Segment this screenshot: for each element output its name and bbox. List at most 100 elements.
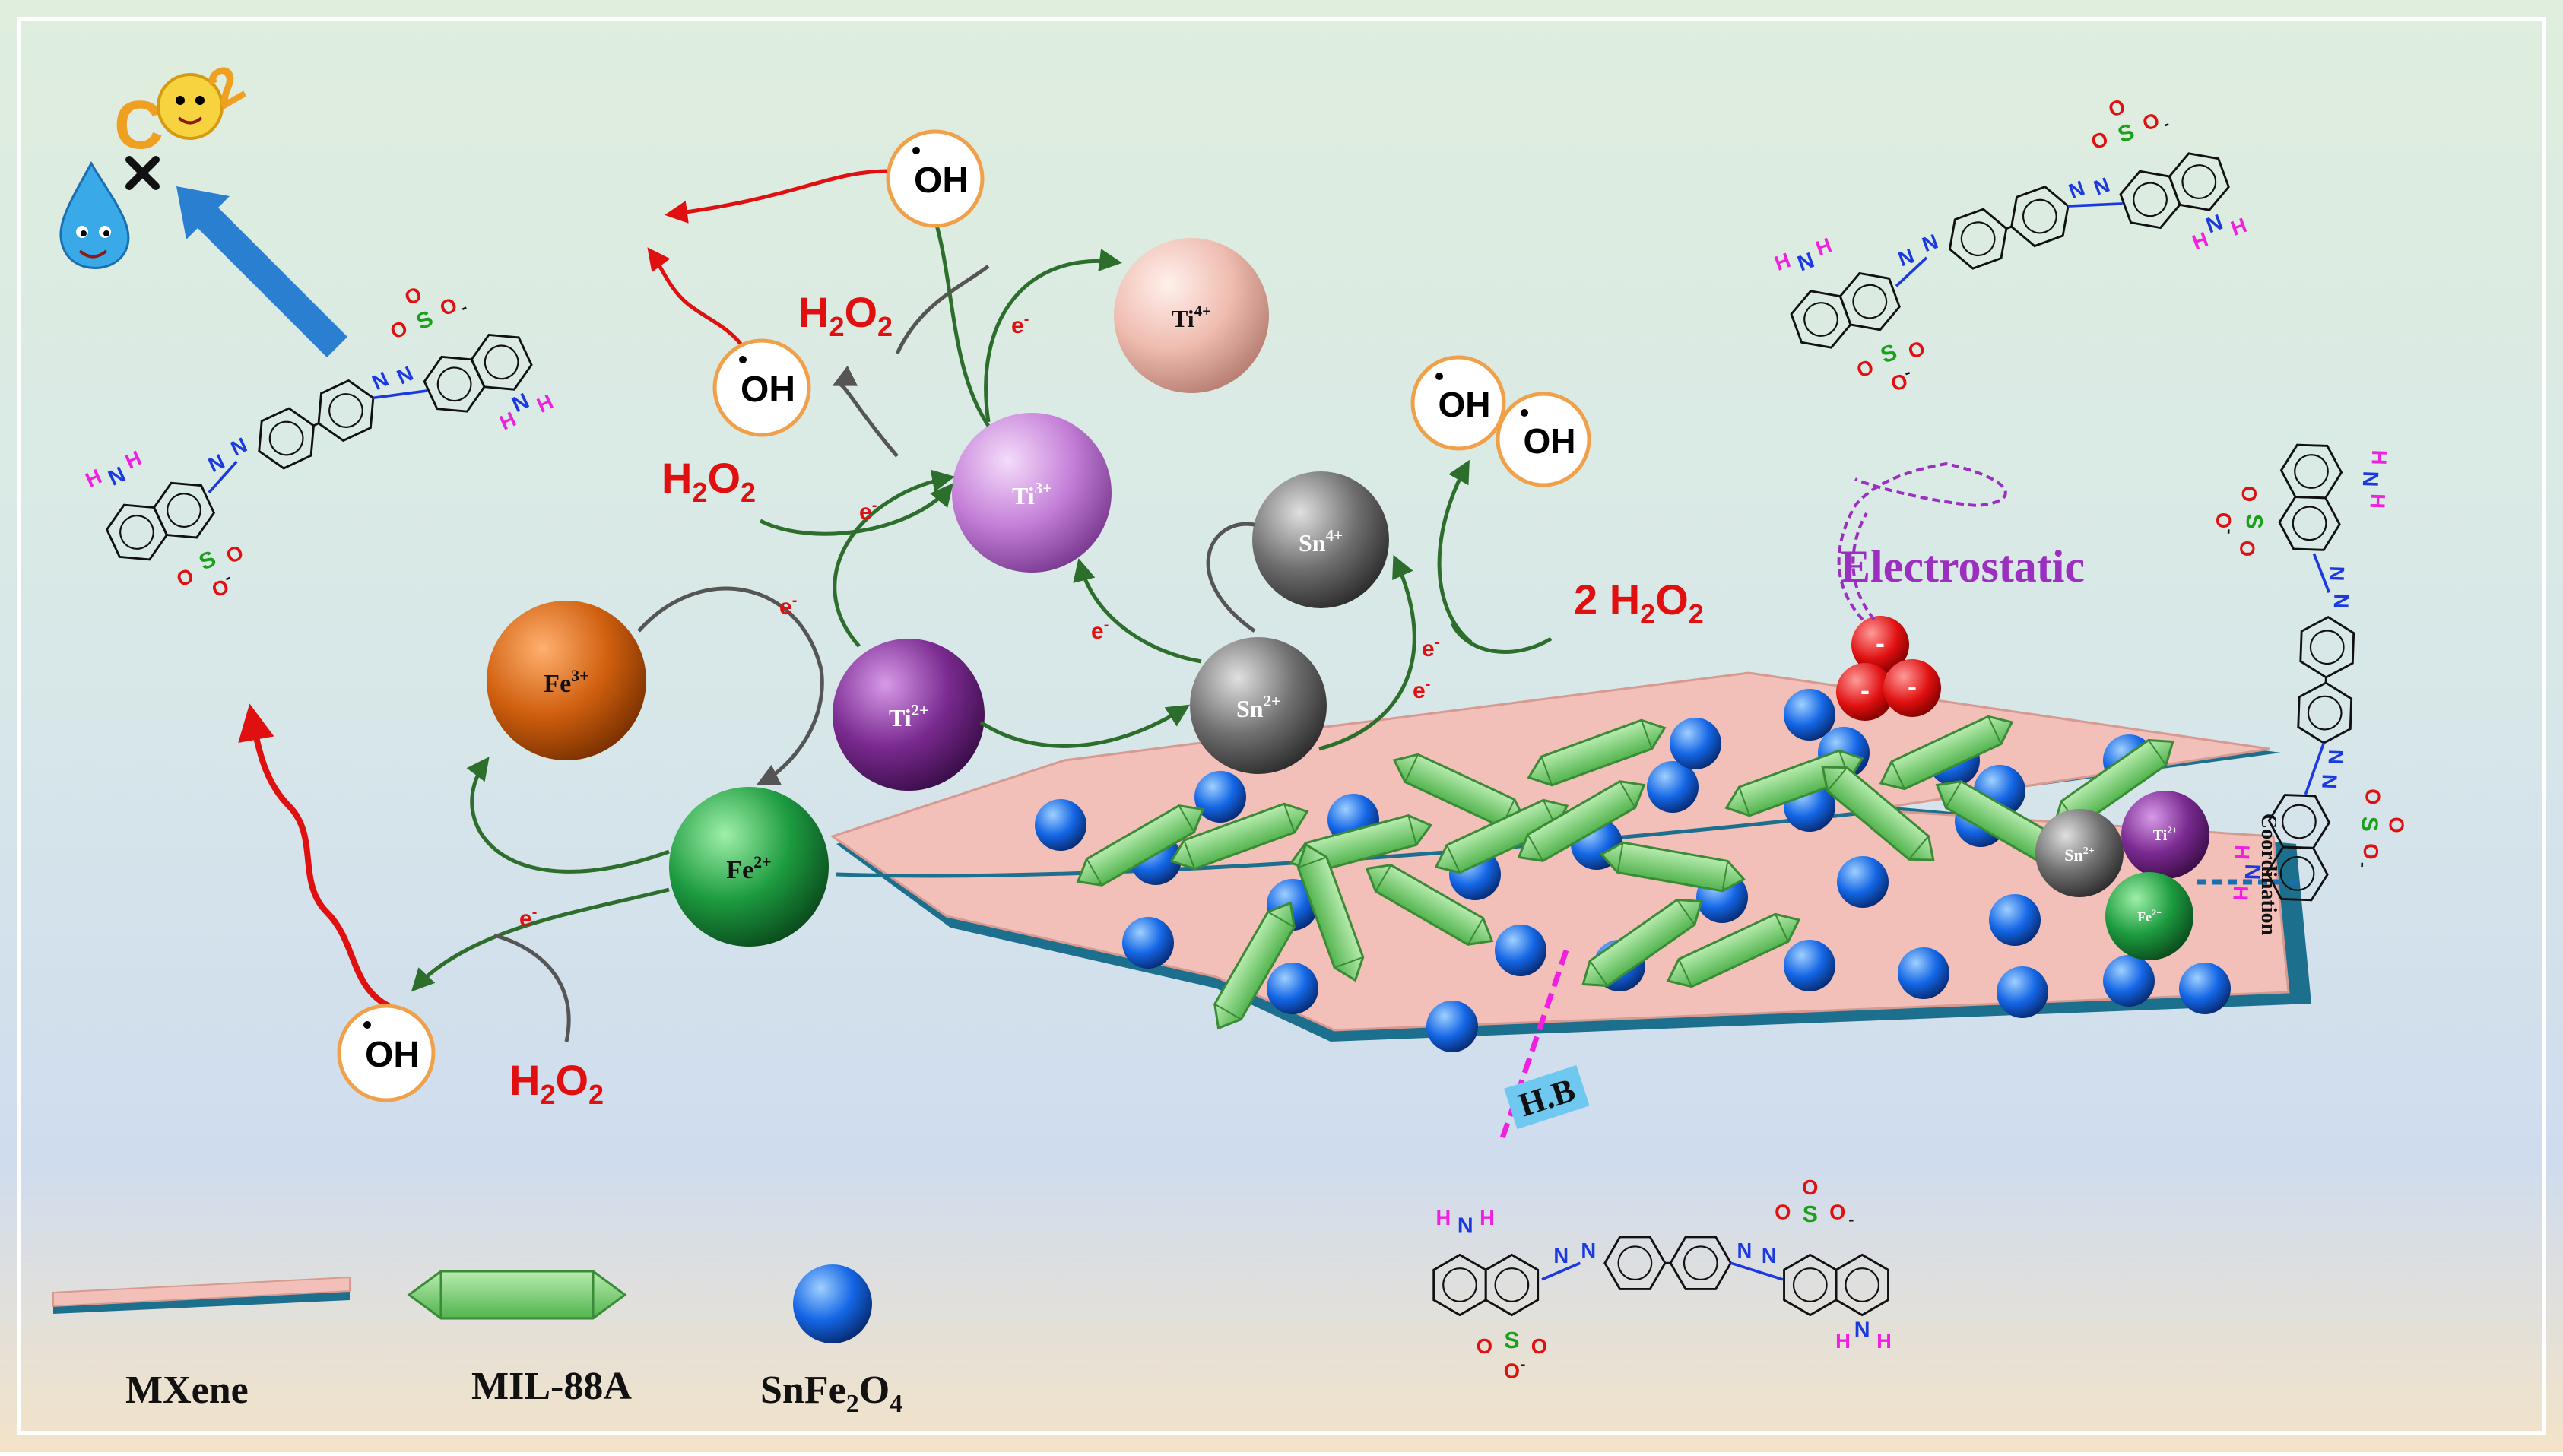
legend-snfe2o4-label: SnFe2O4 bbox=[760, 1369, 902, 1418]
oh-radical-4: OH bbox=[1498, 394, 1589, 485]
atom-label: S bbox=[1504, 1328, 1519, 1353]
atom-label: O bbox=[1775, 1201, 1791, 1224]
atom-label: H bbox=[2368, 449, 2392, 465]
atom-label: - bbox=[2354, 861, 2373, 868]
atom-label: N bbox=[2330, 593, 2354, 609]
snfe2o4-particle bbox=[1122, 917, 1174, 969]
minus-label-3: - bbox=[1908, 671, 1917, 702]
atom-label: N bbox=[2325, 566, 2349, 582]
fe2-small-ion: Fe2+ bbox=[2105, 872, 2193, 960]
sn2-small-ion: Sn2+ bbox=[2035, 809, 2124, 897]
fe2-symbol: Fe bbox=[726, 856, 753, 884]
atom-label: H bbox=[1835, 1329, 1851, 1353]
snfe2o4-particle bbox=[1670, 718, 1721, 769]
atom-label: H bbox=[1480, 1206, 1495, 1229]
oh-text-1: OH bbox=[914, 160, 969, 201]
atom-label: O bbox=[1802, 1175, 1818, 1199]
sn2-small-symbol: Sn bbox=[2064, 845, 2082, 864]
oh-radical-1: OH bbox=[888, 132, 982, 226]
ti2-small-charge: 2+ bbox=[2167, 824, 2178, 836]
atom-label: N bbox=[1762, 1244, 1777, 1267]
atom-label: O bbox=[2235, 540, 2260, 557]
sn4-ion: Sn4+ bbox=[1252, 471, 1389, 608]
ti3-symbol: Ti bbox=[1012, 482, 1035, 509]
atom-label: S bbox=[2356, 816, 2382, 832]
atom-label: H bbox=[1436, 1206, 1451, 1229]
snfe2o4-particle bbox=[1035, 799, 1086, 851]
legend-mxene-label: MXene bbox=[125, 1369, 249, 1412]
sn4-symbol: Sn bbox=[1299, 529, 1326, 557]
snfe2o4-particle bbox=[1784, 940, 1835, 991]
atom-label: N bbox=[2358, 471, 2383, 487]
atom-label: - bbox=[2220, 528, 2239, 535]
fe3-charge: 3+ bbox=[571, 666, 589, 685]
snfe2o4-particle bbox=[2103, 955, 2155, 1007]
minus-label-1: - bbox=[1876, 627, 1885, 658]
oh-text-3: OH bbox=[1439, 385, 1491, 424]
atom-label: N bbox=[2240, 864, 2265, 880]
atom-label: N bbox=[1854, 1318, 1870, 1342]
atom-label: H bbox=[2366, 493, 2390, 509]
ti2-small-ion: Ti2+ bbox=[2121, 791, 2209, 879]
snfe2o4-particle bbox=[1997, 966, 2048, 1018]
atom-label: S bbox=[2241, 513, 2267, 529]
ti2-charge: 2+ bbox=[912, 701, 928, 719]
oh-text-5: OH bbox=[365, 1035, 420, 1075]
atom-label: O bbox=[2212, 512, 2236, 528]
atom-label: N bbox=[1581, 1239, 1596, 1262]
snfe2o4-particle bbox=[1495, 925, 1546, 976]
atom-label: O bbox=[2361, 788, 2385, 805]
atom-label: H bbox=[1876, 1329, 1892, 1353]
ti2-symbol: Ti bbox=[889, 704, 912, 731]
co2-c: C bbox=[114, 87, 163, 163]
oh-radical-5: OH bbox=[339, 1006, 433, 1100]
atom-label: N bbox=[1553, 1244, 1569, 1267]
oh-text-4: OH bbox=[1524, 421, 1576, 461]
sn4-charge: 4+ bbox=[1326, 526, 1343, 544]
oh-radical-2: OH bbox=[715, 341, 809, 435]
fe3-symbol: Fe bbox=[544, 670, 571, 698]
ti2-small-symbol: Ti bbox=[2153, 827, 2168, 844]
minus-label-2: - bbox=[1860, 674, 1870, 706]
atom-label: O bbox=[1477, 1334, 1492, 1358]
sn2-small-charge: 2+ bbox=[2083, 845, 2095, 857]
atom-label: N bbox=[2324, 749, 2349, 765]
atom-label: S bbox=[1803, 1202, 1818, 1227]
ti2-ion: Ti2+ bbox=[833, 639, 985, 791]
sn2-ion: Sn2+ bbox=[1190, 637, 1327, 774]
snfe2o4-particle bbox=[2179, 963, 2231, 1014]
snfe2o4-particle bbox=[1837, 856, 1889, 908]
atom-label: O bbox=[2238, 485, 2262, 502]
fe3-ion: Fe3+ bbox=[487, 601, 646, 760]
sn2-symbol: Sn bbox=[1236, 695, 1264, 722]
snfe2o4-particle bbox=[1989, 894, 2041, 946]
atom-label: O bbox=[1531, 1334, 1547, 1358]
snfe2o4-particle bbox=[1898, 947, 1949, 999]
snfe2o4-particle bbox=[1267, 963, 1318, 1014]
atom-label: O bbox=[1504, 1359, 1520, 1382]
electrostatic-label: Electrostatic bbox=[1840, 541, 2085, 592]
atom-label: O bbox=[1829, 1201, 1845, 1224]
legend-mil88a-label: MIL-88A bbox=[471, 1365, 632, 1408]
ti4-symbol: Ti bbox=[1172, 305, 1194, 332]
atom-label: - bbox=[1848, 1210, 1854, 1229]
two-h2o2-label: 2 H2O2 bbox=[1574, 576, 1704, 630]
atom-label: N bbox=[1737, 1239, 1753, 1262]
atom-label: O bbox=[2384, 817, 2409, 833]
atom-label: H bbox=[2230, 845, 2254, 861]
oh-text-2: OH bbox=[741, 370, 795, 410]
fe2-ion: Fe2+ bbox=[669, 787, 829, 947]
ti3-ion: Ti3+ bbox=[952, 413, 1112, 573]
snfe2o4-particle bbox=[1426, 1001, 1478, 1052]
ti4-charge: 4+ bbox=[1194, 302, 1211, 320]
fe2-small-symbol: Fe bbox=[2137, 909, 2152, 925]
ti3-charge: 3+ bbox=[1035, 479, 1052, 497]
atom-label: O bbox=[2359, 843, 2384, 860]
atom-label: N bbox=[1458, 1214, 1473, 1239]
atom-label: N bbox=[2317, 773, 2342, 789]
atom-label: H bbox=[2228, 886, 2253, 902]
ti4-ion: Ti4+ bbox=[1114, 238, 1269, 393]
fe2-small-charge: 2+ bbox=[2152, 907, 2162, 918]
